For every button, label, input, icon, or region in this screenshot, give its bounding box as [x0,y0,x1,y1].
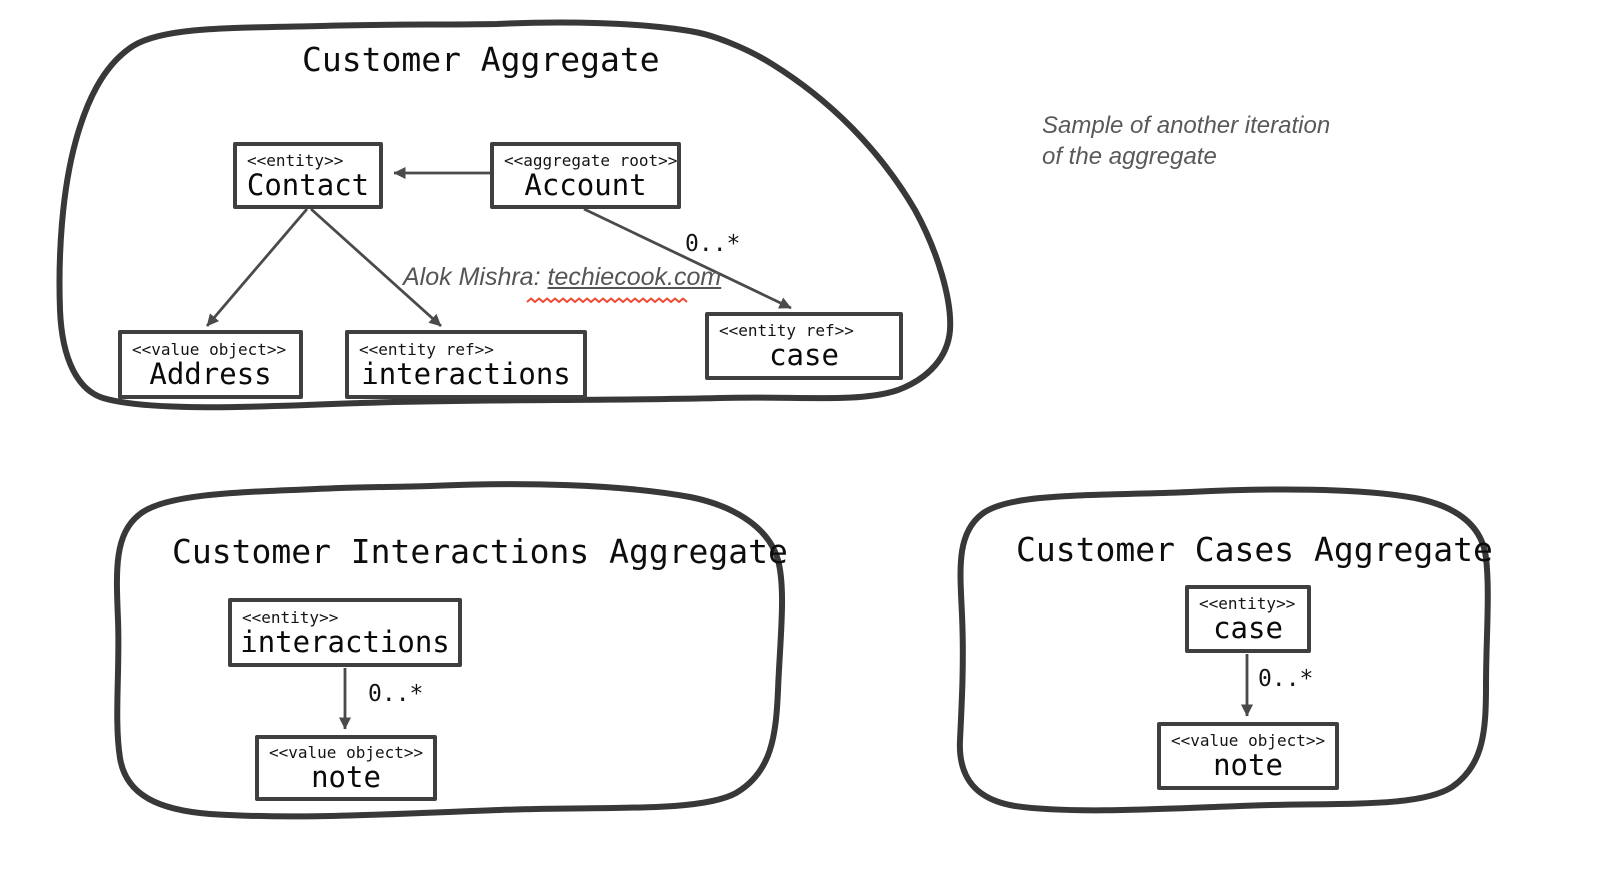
cases-aggregate-outline [956,486,1491,814]
multiplicity-account-case: 0..* [685,231,741,257]
customer-aggregate-outline [56,19,954,411]
node-contact-stereotype: <<entity>> [247,150,344,170]
iteration-note-line2: of the aggregate [1042,143,1217,170]
arrow-contact-to-interactions [310,207,442,328]
node-case-ref-stereotype: <<entity ref>> [719,321,854,340]
node-contact-name: Contact [246,167,370,202]
iteration-note: Sample of another iteration of the aggre… [1042,110,1330,172]
cases-aggregate-title: Customer Cases Aggregate [1016,530,1493,569]
node-note-left-stereotype: <<value object>> [269,743,424,762]
node-note-left: <<value object>> note [255,735,437,801]
interactions-aggregate-title: Customer Interactions Aggregate [172,532,788,571]
node-note-left-name: note [311,760,381,794]
node-case-ref-name: case [769,338,839,372]
interactions-aggregate-outline [113,481,786,820]
arrow-account-to-case [583,207,792,310]
credit-author: Alok Mishra: [403,263,548,291]
node-address-name: Address [149,356,272,391]
node-note-right-name: note [1213,748,1283,782]
node-interactions-ref-name: interactions [361,356,571,391]
node-account-name: Account [524,167,647,202]
iteration-note-line1: Sample of another iteration [1042,112,1331,139]
node-interactions-entity-stereotype: <<entity>> [242,607,339,627]
node-interactions-entity: <<entity>> interactions [228,598,462,667]
node-case-entity-stereotype: <<entity>> [1199,594,1296,613]
node-address: <<value object>> Address [118,330,303,399]
credit-note: Alok Mishra: techiecook.com [403,263,721,292]
node-account-stereotype: <<aggregate root>> [504,150,678,170]
node-case-entity-name: case [1213,611,1283,645]
spellcheck-squiggle-icon [526,297,688,303]
customer-aggregate-title: Customer Aggregate [302,40,660,79]
node-interactions-ref-stereotype: <<entity ref>> [359,339,494,359]
node-note-right-stereotype: <<value object>> [1171,731,1326,750]
credit-link[interactable]: techiecook.com [547,263,722,291]
node-interactions-ref: <<entity ref>> interactions [345,330,587,399]
node-interactions-entity-name: interactions [240,624,450,659]
node-note-right: <<value object>> note [1157,722,1339,790]
node-case-ref: <<entity ref>> case [705,312,903,380]
multiplicity-interactions-note: 0..* [368,681,424,707]
multiplicity-case-note: 0..* [1258,666,1314,692]
arrow-contact-to-address [205,208,309,327]
node-contact: <<entity>> Contact [233,142,383,209]
node-address-stereotype: <<value object>> [132,339,287,359]
node-account: <<aggregate root>> Account [490,142,681,209]
node-case-entity: <<entity>> case [1185,585,1311,653]
